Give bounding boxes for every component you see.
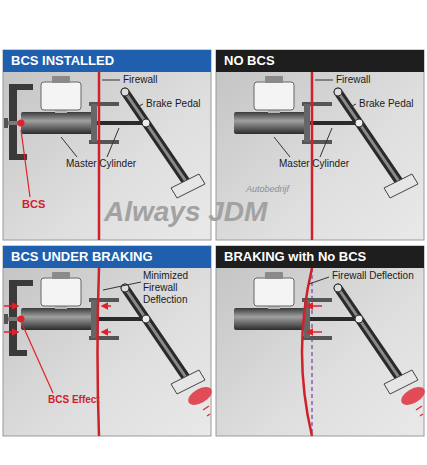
- force-arrow: [102, 331, 111, 333]
- brake-assembly: [234, 272, 418, 394]
- panel-header: BCS INSTALLED: [3, 50, 211, 72]
- force-arrow: [307, 331, 322, 333]
- watermark: Autobedrijf: [246, 184, 289, 195]
- leader-line: [274, 137, 290, 157]
- panel-ground: [216, 246, 424, 436]
- callout-label: BCS: [22, 198, 45, 211]
- part-label: Firewall: [336, 74, 370, 86]
- leader-line: [320, 128, 332, 157]
- watermark: Always JDM: [104, 196, 267, 228]
- force-arrow: [102, 305, 111, 307]
- panel-header: BRAKING with No BCS: [216, 246, 424, 268]
- force-arrow: [4, 305, 18, 307]
- leader-line: [102, 80, 120, 81]
- callout-label: BCS Effect: [48, 394, 100, 406]
- leader-line: [137, 104, 143, 107]
- firewall: [98, 268, 100, 436]
- foot: [398, 383, 427, 416]
- leader-line: [309, 277, 329, 284]
- firewall: [311, 72, 314, 240]
- panel-header: BCS UNDER BRAKING: [3, 246, 211, 268]
- force-arrow: [4, 331, 18, 333]
- note-label: Minimized Firewall Deflection: [143, 270, 209, 306]
- bcs-brace: [4, 280, 33, 356]
- part-label: Brake Pedal: [146, 98, 200, 110]
- leader-line: [21, 130, 30, 197]
- leader-line: [107, 128, 119, 157]
- note-label: Firewall Deflection: [332, 270, 414, 282]
- bcs-brace: [4, 84, 33, 160]
- part-label: Brake Pedal: [359, 98, 413, 110]
- leader-line: [350, 104, 356, 107]
- leader-line: [23, 326, 53, 393]
- part-label: Firewall: [123, 74, 157, 86]
- panel-header: NO BCS: [216, 50, 424, 72]
- force-arrow: [307, 305, 322, 307]
- part-label: Master Cylinder: [66, 158, 136, 170]
- brake-assembly: [21, 76, 205, 198]
- brake-assembly: [234, 76, 418, 198]
- panel-ground: [3, 246, 211, 436]
- deflected-firewall: [302, 268, 312, 436]
- firewall-rest-position: [311, 268, 313, 436]
- leader-line: [61, 137, 77, 157]
- leader-line: [103, 282, 141, 290]
- part-label: Master Cylinder: [279, 158, 349, 170]
- firewall: [98, 72, 101, 240]
- leader-line: [315, 80, 333, 81]
- foot: [185, 383, 215, 416]
